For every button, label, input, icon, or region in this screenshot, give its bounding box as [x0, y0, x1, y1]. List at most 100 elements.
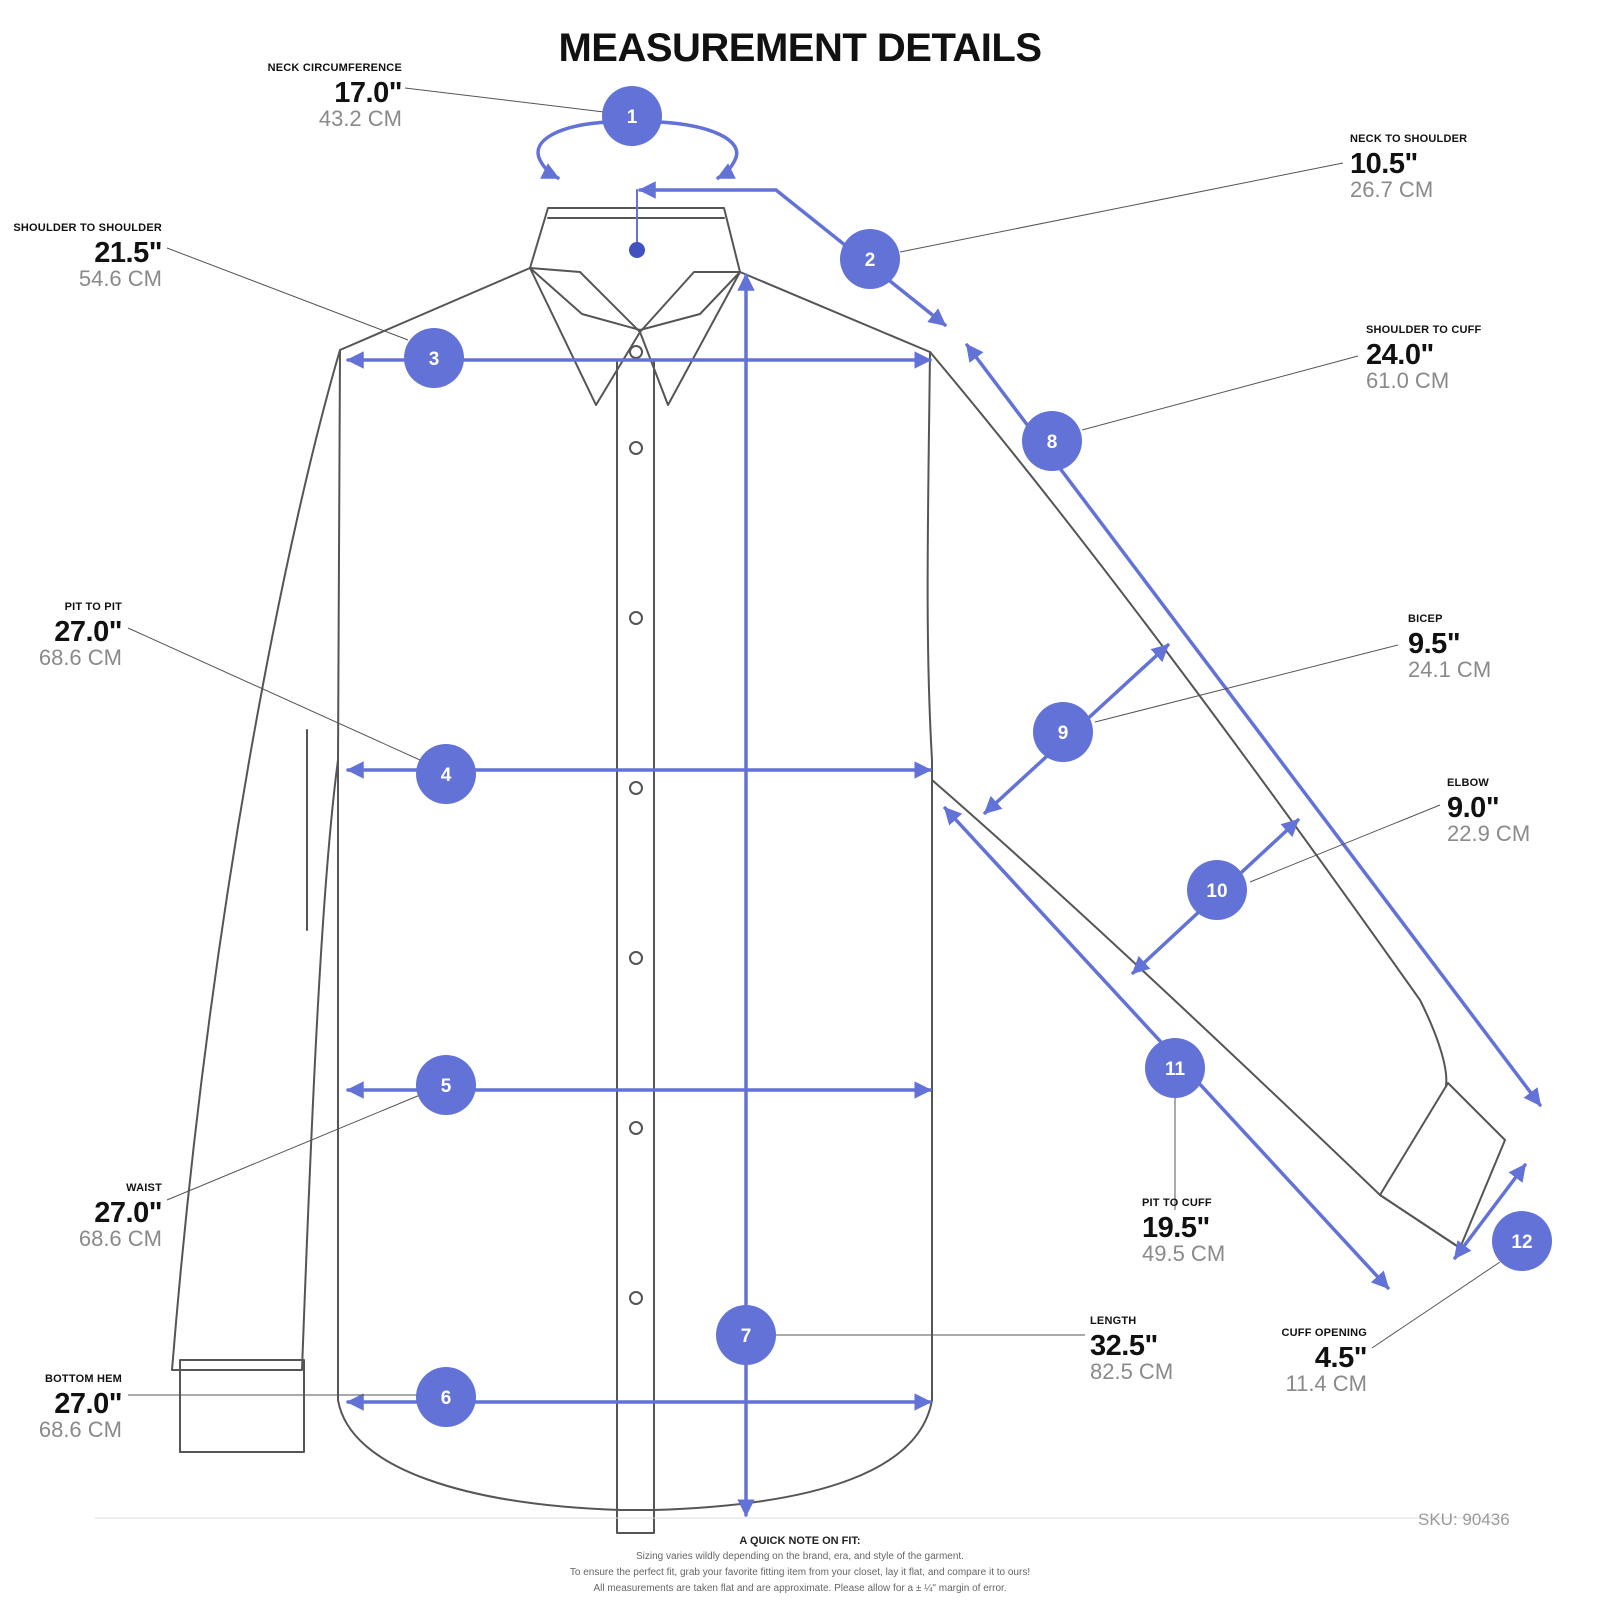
measurement-cm: 54.6 CM: [78, 266, 162, 291]
measurement-bicep: BICEP 9.5" 24.1 CM: [1408, 614, 1491, 681]
cuff-right-seam: [1379, 1194, 1461, 1249]
badge-4: 4: [416, 744, 476, 804]
measurement-inches: 4.5": [1314, 1342, 1368, 1374]
badge-11: 11: [1145, 1038, 1205, 1098]
measurement-label: NECK CIRCUMFERENCE: [267, 62, 402, 74]
collar-band: [529, 207, 741, 331]
measurement-cm: 82.5 CM: [1090, 1359, 1174, 1384]
measurement-pit-to-pit: PIT TO PIT 27.0" 68.6 CM: [39, 601, 123, 669]
measurement-inches: 21.5": [94, 237, 162, 269]
measurement-label: WAIST: [126, 1182, 162, 1194]
leader-10: [1249, 804, 1441, 883]
badge-number: 5: [441, 1076, 452, 1097]
fit-note: A QUICK NOTE ON FIT: Sizing varies wildl…: [0, 1533, 1600, 1597]
measurement-shoulder-to-shoulder: SHOULDER TO SHOULDER 21.5" 54.6 CM: [13, 223, 162, 290]
measurement-elbow: ELBOW 9.0" 22.9 CM: [1447, 778, 1530, 845]
measurement-inches: 19.5": [1142, 1212, 1210, 1244]
badge-number: 11: [1165, 1059, 1186, 1080]
hem: [337, 1399, 933, 1511]
badge-number: 8: [1047, 432, 1058, 453]
badge-number: 9: [1058, 723, 1069, 744]
arrow-neck-circumference: [536, 120, 609, 180]
measurement-neck-to-shoulder: NECK TO SHOULDER 10.5" 26.7 CM: [1350, 134, 1467, 201]
leader-4: [127, 627, 421, 761]
measurement-inches: 27.0": [54, 1388, 122, 1420]
buttons: [629, 345, 643, 1305]
badge-2: 2: [840, 229, 900, 289]
badge-12: 12: [1492, 1211, 1552, 1271]
badge-1: 1: [602, 86, 662, 146]
arrow-cuff-opening: [1453, 1163, 1527, 1260]
badge-number: 12: [1511, 1232, 1532, 1253]
fit-note-line: To ensure the perfect fit, grab your fav…: [569, 1567, 1031, 1578]
arrow-neck-circumference-right: [658, 120, 739, 180]
fit-note-title: A QUICK NOTE ON FIT:: [739, 1535, 861, 1547]
measurement-cm: 68.6 CM: [38, 1417, 122, 1442]
measurement-cm: 68.6 CM: [78, 1226, 162, 1251]
measurement-label: NECK TO SHOULDER: [1350, 133, 1468, 145]
badge-5: 5: [416, 1055, 476, 1115]
badge-number: 3: [429, 349, 440, 370]
measurement-inches: 27.0": [54, 616, 122, 648]
measurement-cm: 26.7 CM: [1350, 177, 1434, 202]
leader-lines: [127, 87, 1501, 1396]
measurement-pit-to-cuff: PIT TO CUFF 19.5" 49.5 CM: [1142, 1198, 1225, 1265]
leader-8: [1081, 355, 1359, 431]
button: [629, 1121, 643, 1135]
measurement-inches: 27.0": [94, 1197, 162, 1229]
measurement-cm: 61.0 CM: [1366, 368, 1450, 393]
button: [629, 1291, 643, 1305]
badge-number: 7: [741, 1326, 752, 1347]
button: [629, 611, 643, 625]
badges: 1 2 3 4 5 6 7 8 9 10 11 12: [404, 86, 1552, 1427]
button: [629, 441, 643, 455]
measurement-length: LENGTH 32.5" 82.5 CM: [1090, 1316, 1173, 1383]
fit-note-line: Sizing varies wildly depending on the br…: [636, 1551, 964, 1562]
measurement-cm: 11.4 CM: [1285, 1371, 1367, 1396]
measurement-inches: 24.0": [1366, 339, 1434, 371]
button: [629, 345, 643, 359]
badge-number: 6: [441, 1388, 452, 1409]
measurement-inches: 32.5": [1090, 1330, 1158, 1362]
measurement-label: CUFF OPENING: [1281, 1327, 1367, 1339]
leader-2: [899, 162, 1344, 253]
measurement-label: BOTTOM HEM: [45, 1373, 122, 1385]
leader-12: [1371, 1261, 1501, 1349]
sleeve-right: [929, 351, 1448, 1086]
measurement-label: ELBOW: [1447, 777, 1489, 789]
measurement-label: BICEP: [1408, 613, 1443, 625]
measurement-cm: 43.2 CM: [318, 106, 402, 131]
cuff-left: [179, 1359, 305, 1453]
badge-8: 8: [1022, 411, 1082, 471]
measurement-inches: 10.5": [1350, 148, 1418, 180]
measurement-inches: 9.0": [1447, 792, 1500, 824]
measurement-label: SHOULDER TO SHOULDER: [13, 222, 162, 234]
badge-10: 10: [1187, 860, 1247, 920]
badge-3: 3: [404, 328, 464, 388]
measurement-cm: 22.9 CM: [1447, 821, 1531, 846]
badge-number: 10: [1206, 881, 1227, 902]
button: [629, 781, 643, 795]
measurement-shoulder-to-cuff: SHOULDER TO CUFF 24.0" 61.0 CM: [1366, 325, 1481, 392]
collar-point-left: [529, 267, 641, 406]
measurement-arrows: [346, 120, 1542, 1517]
leader-5: [166, 1094, 421, 1201]
page-title: MEASUREMENT DETAILS: [558, 26, 1042, 70]
badge-number: 4: [441, 765, 452, 786]
sleeve-right-under: [931, 779, 1381, 1196]
measurement-inches: 17.0": [334, 77, 402, 109]
fit-note-line: All measurements are taken flat and are …: [593, 1583, 1007, 1594]
sku-label: SKU: 90436: [1418, 1510, 1510, 1529]
measurement-label: LENGTH: [1090, 1315, 1137, 1327]
placket: [616, 361, 655, 1534]
leader-1: [404, 87, 605, 113]
measurement-waist: WAIST 27.0" 68.6 CM: [78, 1182, 163, 1251]
measurement-cuff-opening: CUFF OPENING 4.5" 11.4 CM: [1281, 1328, 1367, 1395]
measurement-label: PIT TO PIT: [64, 601, 122, 613]
leader-3: [166, 247, 409, 341]
badge-7: 7: [716, 1305, 776, 1365]
measurement-inches: 9.5": [1408, 628, 1461, 660]
badge-9: 9: [1033, 702, 1093, 762]
measurement-label: SHOULDER TO CUFF: [1366, 324, 1482, 336]
